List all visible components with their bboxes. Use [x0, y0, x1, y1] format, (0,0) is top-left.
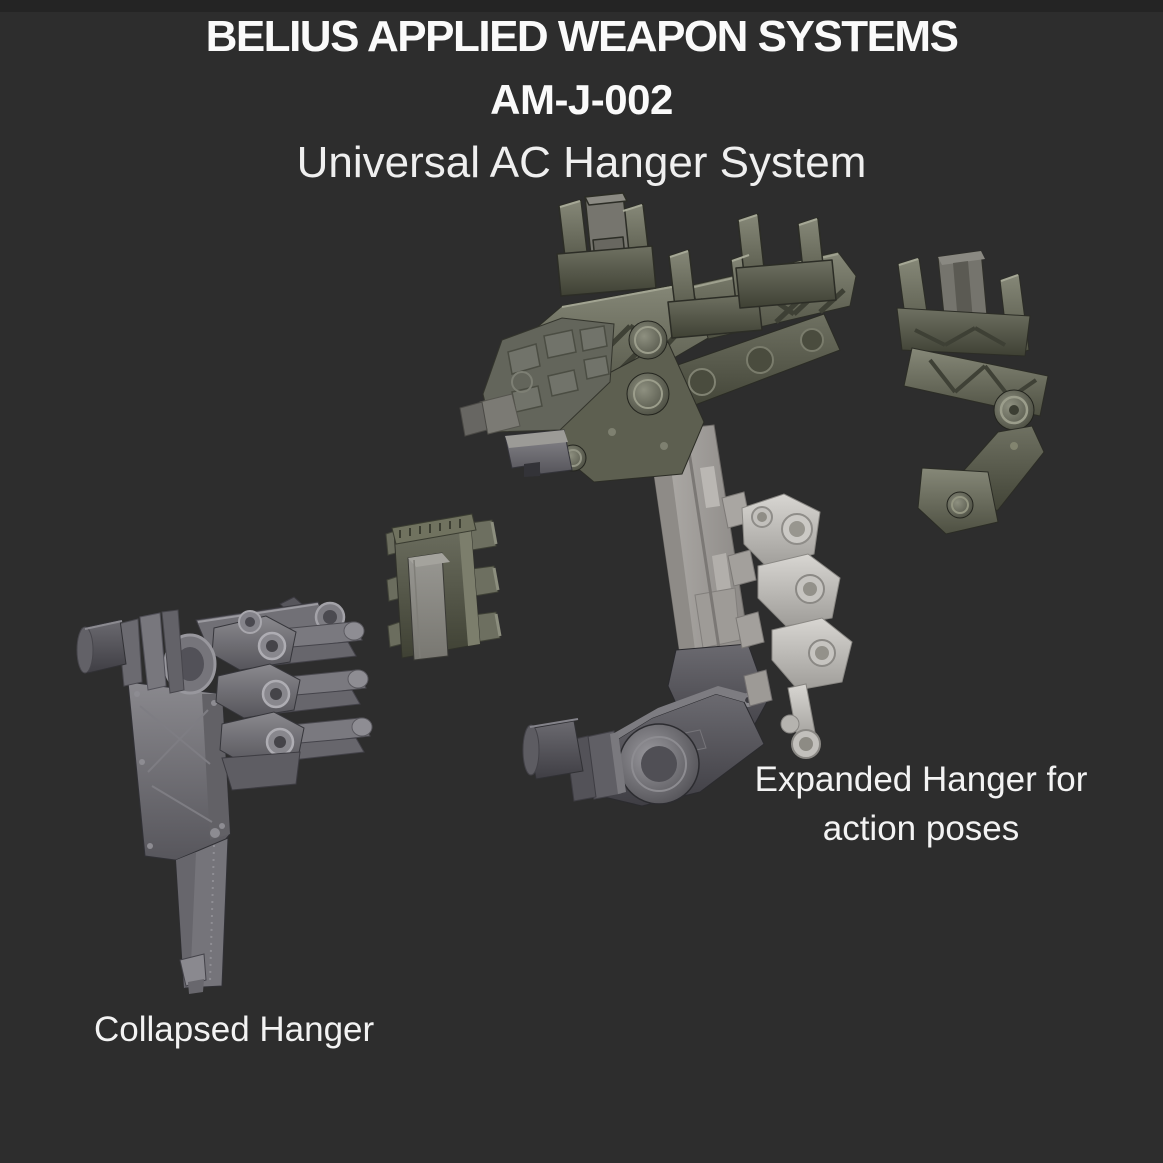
caption-collapsed-hanger: Collapsed Hanger: [94, 1010, 375, 1049]
caption-expanded-line2: action poses: [822, 809, 1020, 848]
top-strip: [0, 0, 1163, 12]
brand-title: BELIUS APPLIED WEAPON SYSTEMS: [205, 12, 959, 61]
rail-adapter-render: [385, 513, 502, 661]
product-subtitle: Universal AC Hanger System: [296, 138, 867, 188]
page-title: BELIUS APPLIED WEAPON SYSTEMS AM-J-002 U…: [0, 12, 1163, 188]
collapsed-hanger-render: [76, 596, 373, 994]
hanger-arm-attachment-render: [896, 250, 1049, 535]
linkage-chain: [721, 491, 853, 759]
caption-expanded-line1: Expanded Hanger for: [754, 760, 1088, 799]
expanded-hanger-render: [459, 192, 857, 807]
model-number: AM-J-002: [490, 76, 673, 124]
caption-expanded-hanger: Expanded Hanger for action poses: [745, 755, 1097, 853]
